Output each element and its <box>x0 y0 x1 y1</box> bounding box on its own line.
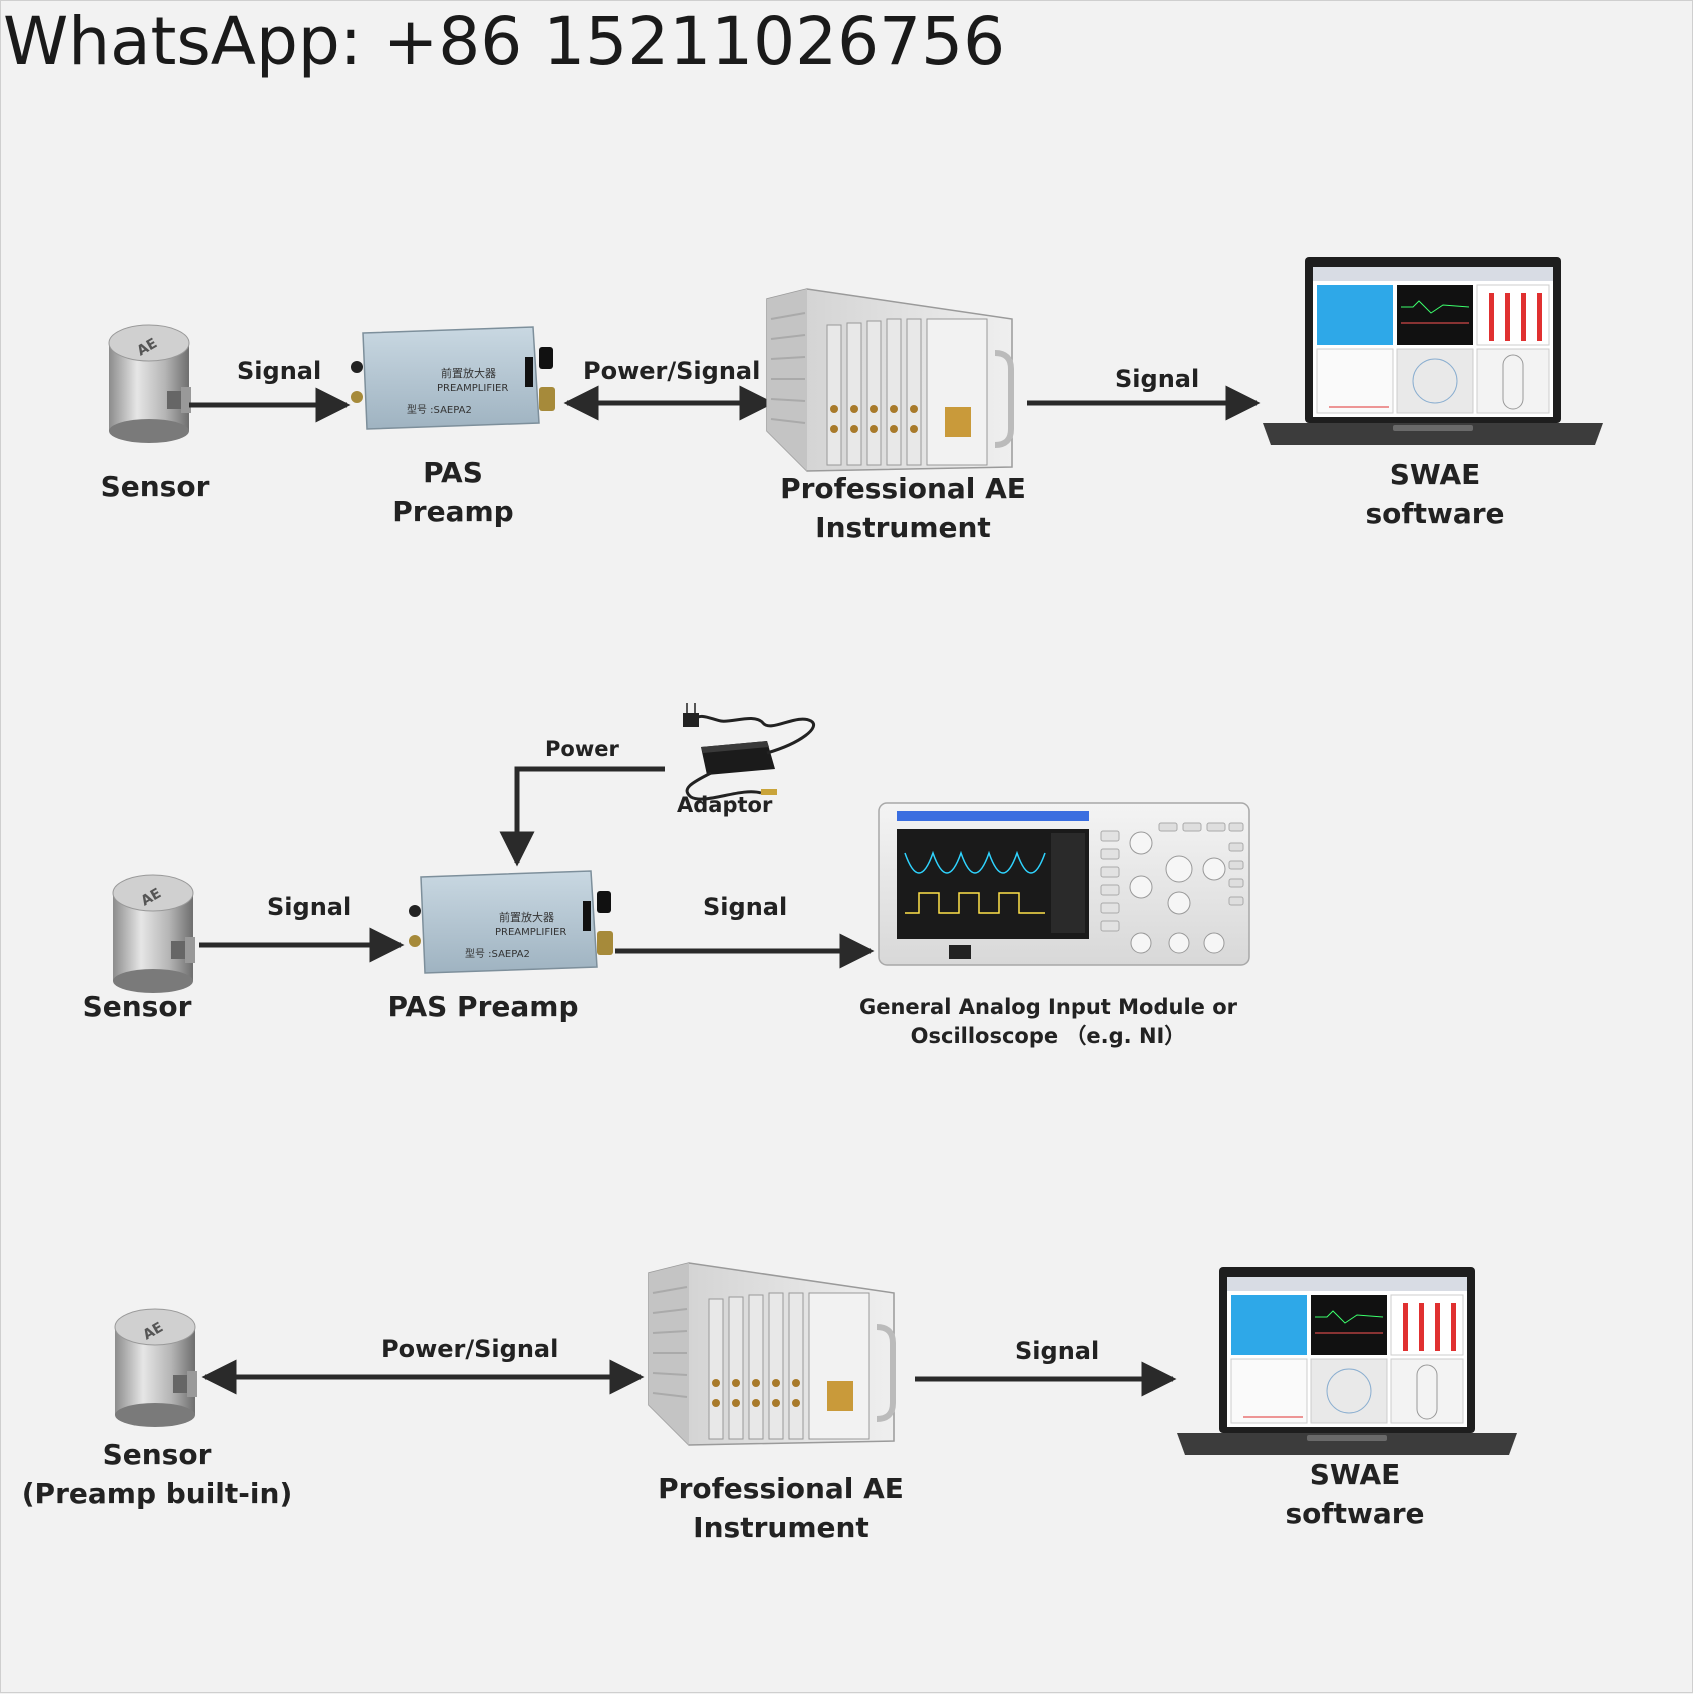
preamp-2-face-line2: PREAMPLIFIER <box>495 927 566 938</box>
oscilloscope-image <box>878 802 1250 966</box>
row1-software-label-line1: SWAE <box>1389 458 1481 491</box>
preamp-1-face-line2: PREAMPLIFIER <box>437 383 508 394</box>
row1-preamp-label: PAS Preamp <box>392 453 513 531</box>
sensor-1-image <box>108 324 192 444</box>
preamp-2-face-line3: 型号 :SAEPA2 <box>465 947 530 960</box>
row3-software-label-line1: SWAE <box>1309 1458 1401 1491</box>
preamp-1-face-line3: 型号 :SAEPA2 <box>407 403 472 416</box>
row2-signal-label-1: Signal <box>267 893 352 921</box>
row2-preamp-label: PAS Preamp <box>387 990 579 1023</box>
row3-instrument-label-line1: Professional AE <box>658 1472 904 1505</box>
row2-adaptor-label: Adaptor <box>677 793 773 817</box>
row1-power-signal-label: Power/Signal <box>583 357 761 385</box>
preamp-1-face-line1: 前置放大器 <box>441 366 496 380</box>
row2-module-label: General Analog Input Module or Oscillosc… <box>859 993 1237 1052</box>
sensor-3-image <box>114 1308 198 1428</box>
row1-signal-label-2: Signal <box>1115 365 1200 393</box>
row1-instrument-label-line2: Instrument <box>815 511 991 545</box>
row1-signal-label-1: Signal <box>237 357 322 385</box>
adaptor-image <box>681 701 816 801</box>
arrow-power-adaptor-to-preamp <box>499 766 665 867</box>
row3-sensor-label-line2: (Preamp built-in) <box>21 1477 293 1511</box>
row2-module-label-line1: General Analog Input Module or <box>859 995 1237 1019</box>
row3-software-label-line2: software <box>1285 1497 1425 1531</box>
laptop-2-image <box>1176 1266 1518 1456</box>
row1-instrument-label-line1: Professional AE <box>780 472 1026 505</box>
row3-sensor-label: Sensor (Preamp built-in) <box>22 1435 292 1513</box>
sensor-2-image <box>112 874 196 994</box>
row1-preamp-label-line2: Preamp <box>392 495 514 529</box>
row3-sensor-label-line1: Sensor <box>102 1438 212 1471</box>
preamp-2-face-line1: 前置放大器 <box>499 910 554 924</box>
row1-preamp-label-line1: PAS <box>423 456 483 489</box>
row2-module-label-line2: Oscilloscope （e.g. NI） <box>910 1024 1186 1049</box>
row3-power-signal-label: Power/Signal <box>381 1335 559 1363</box>
row2-signal-label-2: Signal <box>703 893 788 921</box>
whatsapp-contact: WhatsApp: +86 15211026756 <box>3 3 1006 80</box>
row1-sensor-label: Sensor <box>100 470 210 503</box>
row2-power-label: Power <box>545 737 619 761</box>
ae-instrument-1-image <box>767 289 1012 471</box>
row3-instrument-label-line2: Instrument <box>693 1511 869 1545</box>
ae-instrument-2-image <box>649 1263 894 1445</box>
row1-software-label-line2: software <box>1365 497 1505 531</box>
row3-instrument-label: Professional AE Instrument <box>658 1469 904 1547</box>
row3-signal-label: Signal <box>1015 1337 1100 1365</box>
row2-sensor-label: Sensor <box>82 990 192 1023</box>
row1-software-label: SWAE software <box>1365 455 1504 533</box>
row1-instrument-label: Professional AE Instrument <box>780 469 1026 547</box>
laptop-1-image <box>1262 256 1604 446</box>
row3-software-label: SWAE software <box>1285 1455 1424 1533</box>
